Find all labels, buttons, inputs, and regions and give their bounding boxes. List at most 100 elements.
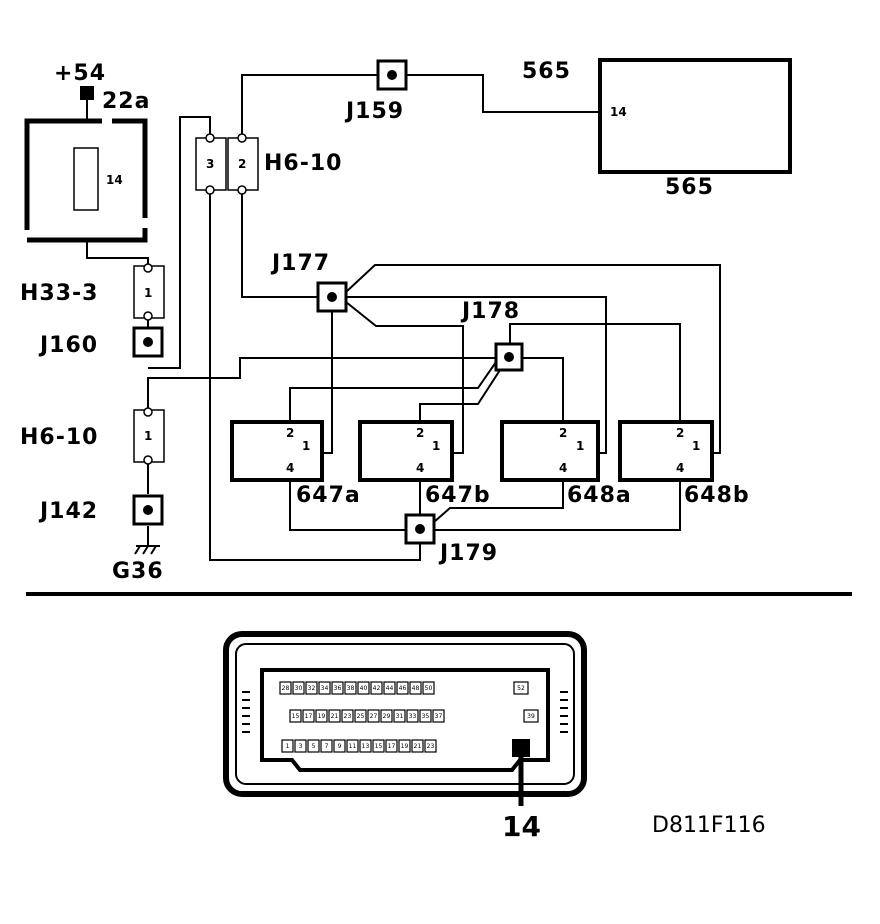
component-648a-pin-bottom: 4 bbox=[559, 461, 567, 475]
j177-junction bbox=[316, 281, 348, 313]
connector-pin-row-1-label: 36 bbox=[334, 685, 342, 692]
connector-pin-row-2-label: 29 bbox=[383, 713, 391, 720]
component-648a-pin-top: 2 bbox=[559, 426, 567, 440]
ground-icon bbox=[134, 545, 160, 555]
component-647b-pin-top: 2 bbox=[416, 426, 424, 440]
h33-3-pin-label: 1 bbox=[144, 286, 152, 300]
connector-pin-row-2-label: 27 bbox=[370, 713, 378, 720]
connector-pin-row-3-cell bbox=[411, 739, 424, 753]
h6-10-top-pin-right: 2 bbox=[238, 157, 246, 171]
j179-junction bbox=[404, 513, 436, 545]
connector-pin-row-1-label: 50 bbox=[425, 685, 433, 692]
component-647b: 2 1 4 bbox=[358, 420, 454, 482]
connector-pin-row-3-label: 17 bbox=[388, 743, 396, 750]
connector-pin-row-3-label: 19 bbox=[401, 743, 409, 750]
connector-pin-row-3-label: 11 bbox=[349, 743, 357, 750]
connector-pin-row-2-cell bbox=[432, 709, 445, 723]
unit-565-bottom-label: 565 bbox=[665, 175, 714, 200]
connector-pin-14-highlight bbox=[512, 739, 530, 757]
connector-pin-row-2-label: 37 bbox=[435, 713, 443, 720]
connector-pin-callout-label: 14 bbox=[502, 810, 541, 843]
component-647a-label: 647a bbox=[296, 483, 361, 508]
j178-junction bbox=[494, 342, 524, 372]
h6-10-top-pin-left: 3 bbox=[206, 157, 214, 171]
supply-terminal bbox=[80, 86, 94, 100]
connector-pin-row-2-label: 35 bbox=[422, 713, 430, 720]
component-647a: 2 1 4 bbox=[230, 420, 324, 482]
connector-pin-row-2-label: 19 bbox=[318, 713, 326, 720]
component-648b-pin-bottom: 4 bbox=[676, 461, 684, 475]
wires bbox=[86, 74, 721, 561]
unit-565-pin-label: 14 bbox=[610, 105, 627, 119]
h6-10-top-connector bbox=[195, 133, 259, 195]
component-648b-pin-mid: 1 bbox=[692, 439, 700, 453]
fuse-box bbox=[24, 118, 148, 243]
supply-plus54-label: +54 bbox=[54, 61, 106, 86]
connector-pin-row-2-label: 21 bbox=[331, 713, 339, 720]
connector-pin-row-2-end-label: 39 bbox=[527, 713, 535, 720]
diagram-code-label: D811F116 bbox=[652, 813, 766, 838]
connector-pin-row-2-cell bbox=[328, 709, 341, 723]
connector-pin-row-3-label: 7 bbox=[325, 743, 329, 750]
connector-pin-row-3-cell bbox=[385, 739, 398, 753]
component-647b-pin-mid: 1 bbox=[432, 439, 440, 453]
component-648a-label: 648a bbox=[567, 483, 632, 508]
component-648a: 2 1 4 bbox=[500, 420, 600, 482]
connector-pin-row-1-cell bbox=[331, 681, 344, 695]
connector-pin-row-1-label: 32 bbox=[308, 685, 316, 692]
component-648b: 2 1 4 bbox=[618, 420, 714, 482]
connector-pin-row-1-label: 28 bbox=[282, 685, 290, 692]
connector-pin-row-2-end-cell bbox=[523, 709, 539, 723]
j159-label: J159 bbox=[344, 99, 404, 124]
connector-pin-row-2-cell bbox=[315, 709, 328, 723]
connector-pin-row-3-cell bbox=[346, 739, 359, 753]
latch-right bbox=[560, 691, 568, 733]
connector-pin-row-2-label: 25 bbox=[357, 713, 365, 720]
j142-junction bbox=[132, 494, 164, 526]
connector-pin-row-1-cell bbox=[344, 681, 357, 695]
g36-label: G36 bbox=[112, 559, 164, 584]
j178-label: J178 bbox=[460, 299, 520, 324]
connector-pin-row-1-cell bbox=[396, 681, 409, 695]
connector-pin-row-1-label: 30 bbox=[295, 685, 303, 692]
connector-pin-row-2-cell bbox=[302, 709, 315, 723]
connector-pin-row-1-label: 42 bbox=[373, 685, 381, 692]
connector-pin-row-1-end-cell bbox=[513, 681, 529, 695]
connector-pin-row-3-cell bbox=[359, 739, 372, 753]
j142-label: J142 bbox=[38, 499, 98, 524]
connector-pin-row-3-label: 13 bbox=[362, 743, 370, 750]
j159-junction bbox=[376, 59, 408, 91]
component-647b-pin-bottom: 4 bbox=[416, 461, 424, 475]
connector-pin-row-3-label: 23 bbox=[427, 743, 435, 750]
connector-pin-row-1-cell bbox=[305, 681, 318, 695]
j179-label: J179 bbox=[438, 541, 498, 566]
fuse-pin-label: 14 bbox=[106, 173, 123, 187]
component-647a-pin-bottom: 4 bbox=[286, 461, 294, 475]
h33-3-label: H33-3 bbox=[20, 281, 98, 306]
connector-pin-row-1-cell bbox=[409, 681, 422, 695]
connector-pin-row-3-label: 9 bbox=[338, 743, 342, 750]
supply-22a-label: 22a bbox=[102, 89, 150, 114]
connector-pin-row-1-label: 48 bbox=[412, 685, 420, 692]
connector-pin-row-2-cell bbox=[354, 709, 367, 723]
latch-left bbox=[242, 691, 250, 733]
connector-pin-row-3-label: 15 bbox=[375, 743, 383, 750]
connector-pin-row-3-cell bbox=[307, 739, 320, 753]
component-647b-label: 647b bbox=[425, 483, 491, 508]
connector-pin-row-2-cell bbox=[289, 709, 302, 723]
connector-pin-row-1-label: 46 bbox=[399, 685, 407, 692]
connector-pin-row-1-label: 38 bbox=[347, 685, 355, 692]
h6-10-left-pin: 1 bbox=[144, 429, 152, 443]
connector-pin-row-1-cell bbox=[318, 681, 331, 695]
connector-pin-row-2-label: 23 bbox=[344, 713, 352, 720]
connector-pin-row-1-cell bbox=[370, 681, 383, 695]
connector-pin-row-3-cell bbox=[398, 739, 411, 753]
connector-pin-row-2-label: 15 bbox=[292, 713, 300, 720]
connector-pin-row-2-cell bbox=[367, 709, 380, 723]
connector-pin-row-3-label: 3 bbox=[299, 743, 303, 750]
